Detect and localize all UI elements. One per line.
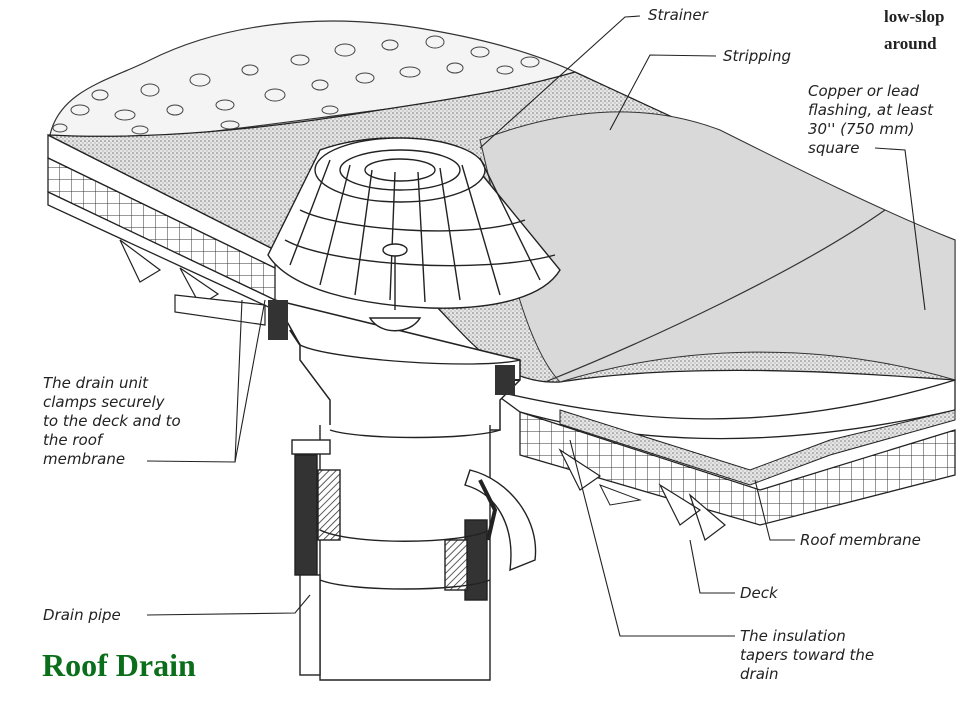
gravel-layer	[49, 20, 577, 141]
page-title: Roof Drain	[42, 647, 196, 683]
strainer-label: Strainer	[648, 6, 708, 24]
roof-membrane-label: Roof membrane	[800, 531, 921, 549]
roof-edge-right	[489, 379, 956, 541]
deck-label: Deck	[740, 584, 778, 602]
corner-note: low-slop around	[884, 7, 945, 53]
insulation-label: The insulation tapers toward the drain	[740, 627, 875, 683]
drain-pipe	[291, 425, 537, 681]
drain-clamp-label: The drain unit clamps securely to the de…	[43, 374, 181, 468]
drain-pipe-label: Drain pipe	[43, 606, 121, 624]
leader-lines	[146, 15, 926, 637]
stripping-label: Stripping	[723, 47, 791, 65]
flashing-label: Copper or lead flashing, at least 30'' (…	[808, 82, 934, 157]
strainer	[267, 137, 561, 332]
stripping	[479, 111, 956, 383]
